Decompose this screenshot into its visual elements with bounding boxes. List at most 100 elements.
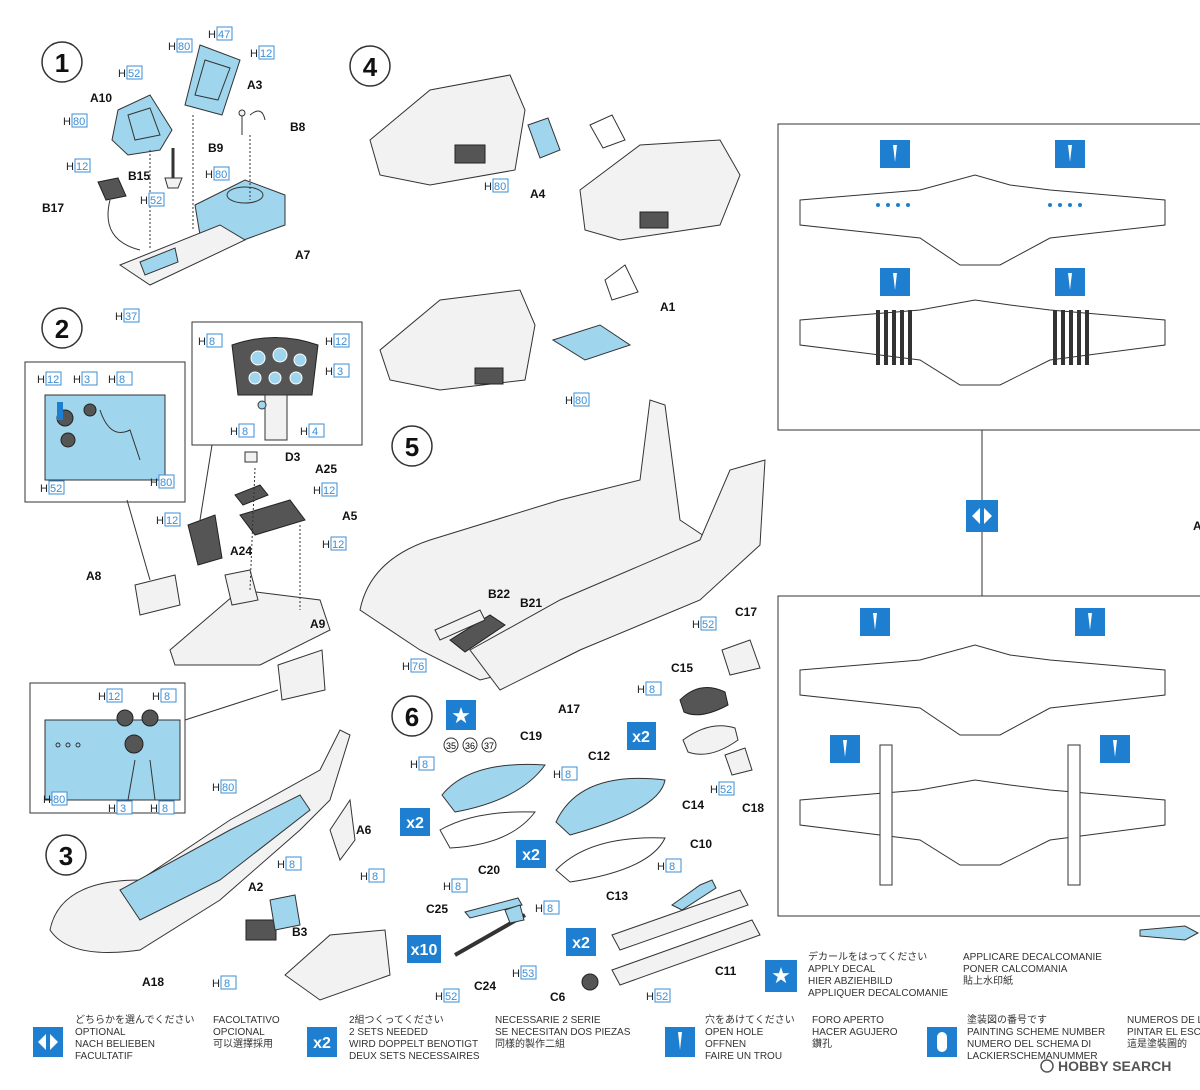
svg-text:8: 8 (242, 426, 248, 438)
svg-text:8: 8 (455, 881, 461, 893)
svg-text:H: H (325, 336, 333, 348)
svg-text:這是塗裝圖的: 這是塗裝圖的 (1127, 1037, 1187, 1050)
svg-text:可以選擇採用: 可以選擇採用 (213, 1037, 273, 1050)
part-a5 (239, 499, 306, 536)
seat-back-a3 (184, 44, 241, 116)
svg-text:x2: x2 (572, 935, 590, 952)
part-label: A7 (295, 248, 311, 262)
floor-panel (118, 224, 247, 286)
part-label: C20 (478, 863, 500, 877)
svg-text:80: 80 (575, 395, 587, 407)
svg-text:HACER AGUJERO: HACER AGUJERO (812, 1027, 898, 1038)
svg-text:H: H (325, 366, 333, 378)
svg-text:OFFNEN: OFFNEN (705, 1039, 746, 1050)
svg-text:80: 80 (73, 116, 85, 128)
svg-text:H: H (402, 661, 410, 673)
svg-text:2: 2 (55, 314, 69, 344)
svg-text:H: H (212, 782, 220, 794)
svg-text:H: H (108, 803, 116, 815)
svg-text:穴をあけてください: 穴をあけてください (705, 1013, 795, 1026)
part-label: B9 (208, 141, 224, 155)
part-c11-lower (611, 919, 761, 986)
svg-text:12: 12 (260, 48, 272, 60)
svg-text:80: 80 (494, 181, 506, 193)
svg-text:OPCIONAL: OPCIONAL (213, 1027, 265, 1038)
part-label: C10 (690, 837, 712, 851)
step-number: 1 (55, 48, 69, 78)
svg-text:37: 37 (484, 741, 494, 751)
svg-text:H: H (118, 68, 126, 80)
part-a4 (527, 117, 561, 159)
part-label: B8 (290, 120, 306, 134)
legend-scheme: 塗装図の番号です PAINTING SCHEME NUMBER NUMERO D… (927, 1013, 1200, 1062)
part-label: A10 (90, 91, 112, 105)
svg-text:8: 8 (547, 903, 553, 915)
part-c11-upper (611, 889, 749, 951)
part-label: A2 (248, 880, 264, 894)
svg-text:52: 52 (445, 991, 457, 1003)
part-a6 (329, 798, 356, 862)
svg-text:H: H (646, 991, 654, 1003)
svg-text:H: H (535, 903, 543, 915)
svg-text:NACH BELIEBEN: NACH BELIEBEN (75, 1039, 155, 1050)
wing-scheme-upper (777, 123, 1200, 431)
svg-text:12: 12 (108, 691, 120, 703)
svg-text:53: 53 (522, 968, 534, 980)
svg-text:H: H (250, 48, 258, 60)
part-label: C13 (606, 889, 628, 903)
legend-hole: 穴をあけてください OPEN HOLE OFFNEN FAIRE UN TROU… (665, 1013, 898, 1062)
svg-text:OPTIONAL: OPTIONAL (75, 1027, 126, 1038)
part-c17 (721, 639, 761, 676)
svg-text:3: 3 (120, 803, 126, 815)
svg-text:H: H (553, 769, 561, 781)
svg-text:80: 80 (160, 477, 172, 489)
part-c13 (555, 837, 666, 883)
part-b17 (97, 177, 127, 201)
part-label: A9 (310, 617, 326, 631)
svg-text:80: 80 (53, 794, 65, 806)
legend-sets: x2 2組つくってください 2 SETS NEEDED WIRD DOPPELT… (307, 1013, 631, 1062)
svg-text:H: H (230, 426, 238, 438)
svg-text:H: H (360, 871, 368, 883)
svg-text:37: 37 (125, 311, 137, 323)
wing-scheme-lower (777, 595, 1200, 917)
svg-text:12: 12 (47, 374, 59, 386)
svg-text:同樣的製作二組: 同樣的製作二組 (495, 1037, 565, 1050)
svg-text:H: H (43, 794, 51, 806)
part-label: C17 (735, 605, 757, 619)
star-icon: ★ (771, 963, 791, 988)
svg-text:H: H (150, 477, 158, 489)
part-b22 (434, 609, 486, 641)
svg-text:8: 8 (565, 769, 571, 781)
svg-text:4: 4 (363, 52, 378, 82)
svg-text:FORO APERTO: FORO APERTO (812, 1015, 884, 1026)
part-c14 (682, 725, 739, 755)
svg-text:HOBBY SEARCH: HOBBY SEARCH (1058, 1058, 1171, 1074)
svg-text:H: H (198, 336, 206, 348)
svg-text:H: H (300, 426, 308, 438)
svg-text:どちらかを選んでください: どちらかを選んでください (75, 1013, 195, 1026)
legend-optional: どちらかを選んでください OPTIONAL NACH BELIEBEN FACU… (33, 1013, 280, 1062)
svg-text:52: 52 (128, 68, 140, 80)
part-label: C25 (426, 902, 448, 916)
svg-text:12: 12 (332, 539, 344, 551)
svg-text:H: H (168, 41, 176, 53)
fuselage-interior (369, 74, 526, 186)
svg-text:H: H (313, 485, 321, 497)
